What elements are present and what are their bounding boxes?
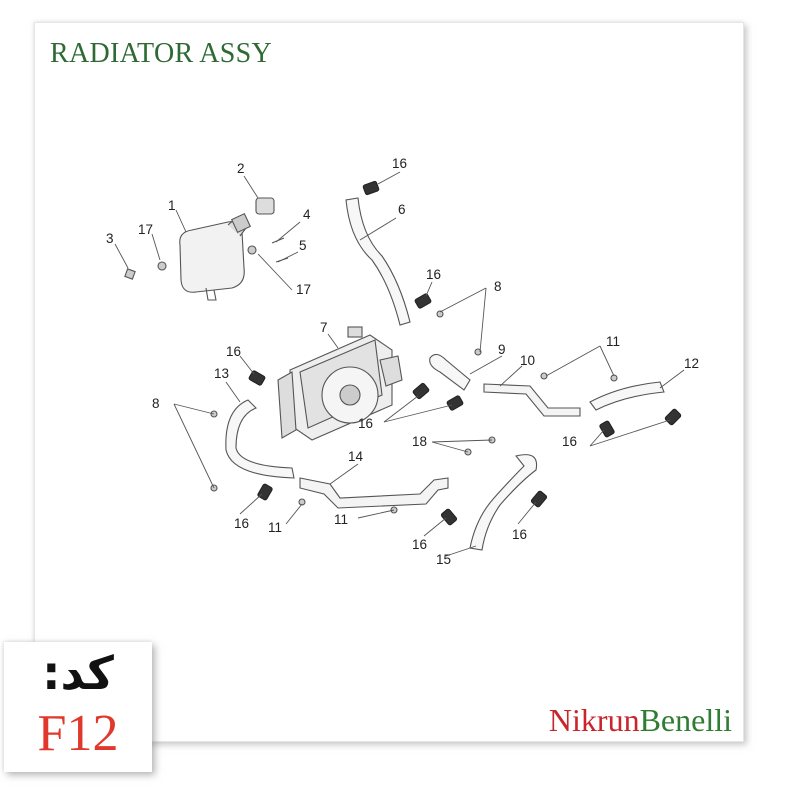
callout-16d: 16	[358, 416, 373, 431]
callout-11b: 11	[268, 520, 282, 535]
callout-16f: 16	[234, 516, 249, 531]
callout-18: 18	[412, 434, 427, 449]
callout-16g: 16	[412, 537, 427, 552]
pipe-14-part	[299, 477, 449, 509]
callout-16e: 16	[562, 434, 577, 449]
hose-6-part	[345, 197, 411, 326]
hose-15-part	[469, 454, 538, 551]
code-value: F12	[37, 705, 119, 762]
reservoir-tank-part	[179, 212, 252, 301]
callout-17b: 17	[296, 282, 311, 297]
product-code-box: کد: F12	[4, 642, 152, 772]
callout-9: 9	[498, 342, 506, 357]
callout-6: 6	[398, 202, 406, 217]
callout-3: 3	[106, 231, 114, 246]
callout-16h: 16	[512, 527, 527, 542]
callout-7: 7	[320, 320, 328, 335]
pipe-10-part	[483, 383, 581, 417]
callout-labels: 1 2 3 4 5 6 7 8 8 9 10 11 11 11 12 13 14…	[106, 156, 699, 567]
callout-12: 12	[684, 356, 699, 371]
hose-12-part	[589, 381, 665, 411]
hose-9-part	[429, 353, 471, 391]
callout-1: 1	[168, 198, 176, 213]
callout-13: 13	[214, 366, 229, 381]
page-title: RADIATOR ASSY	[50, 38, 272, 69]
brand-part-benelli: Benelli	[639, 702, 732, 738]
callout-2: 2	[237, 161, 245, 176]
callout-11c: 11	[334, 512, 348, 527]
radiator-part	[277, 326, 403, 441]
callout-14: 14	[348, 449, 364, 464]
hose-13-part	[225, 399, 295, 479]
callout-11a: 11	[606, 334, 620, 349]
code-label: کد:	[42, 646, 114, 700]
brand-logo-text: NikrunBenelli	[549, 702, 732, 739]
callout-8a: 8	[494, 279, 502, 294]
callout-16c: 16	[226, 344, 241, 359]
cap-part	[255, 197, 275, 215]
callout-10: 10	[520, 353, 535, 368]
callout-16a: 16	[392, 156, 407, 171]
callout-8b: 8	[152, 396, 160, 411]
callout-17a: 17	[138, 222, 153, 237]
callout-4: 4	[303, 207, 311, 222]
callout-16b: 16	[426, 267, 441, 282]
callout-5: 5	[299, 238, 307, 253]
callout-15: 15	[436, 552, 451, 567]
brand-part-nikrun: Nikrun	[548, 702, 640, 738]
